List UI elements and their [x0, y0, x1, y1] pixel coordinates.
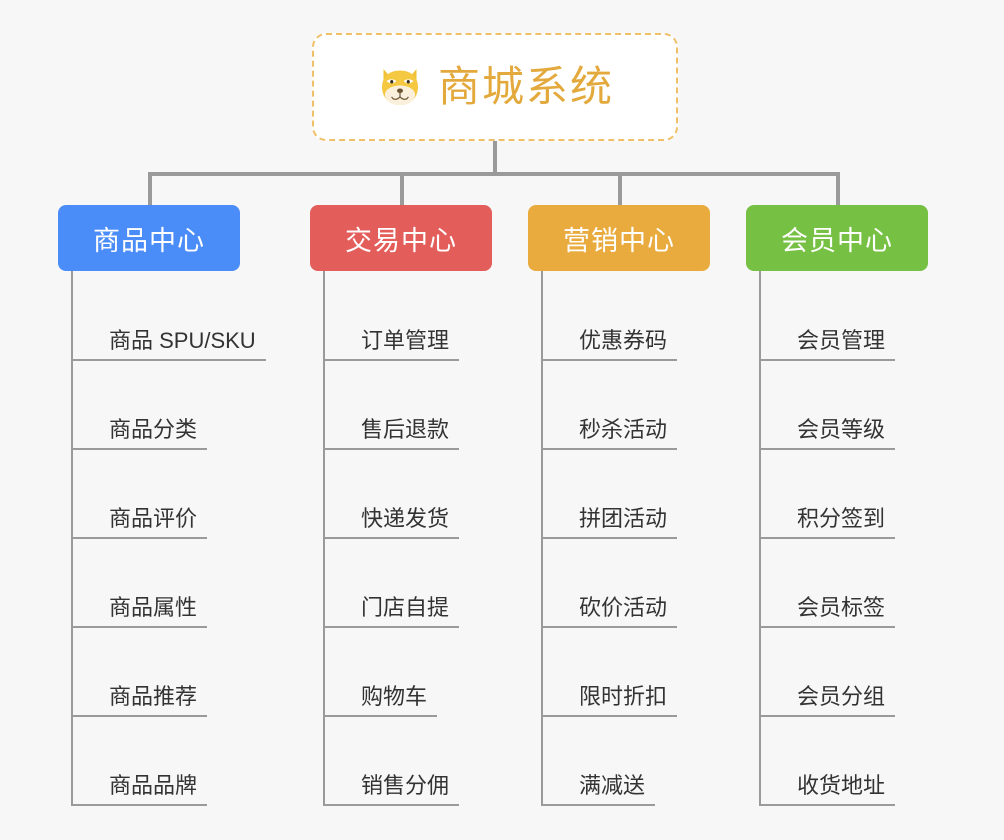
category-box-4[interactable]: 会员中心 [746, 205, 928, 271]
branch-item[interactable]: 商品属性 [71, 539, 266, 628]
branch-item[interactable]: 商品推荐 [71, 628, 266, 717]
branch-item[interactable]: 会员管理 [759, 272, 896, 361]
branch-spine [323, 272, 325, 806]
branch-item[interactable]: 商品分类 [71, 361, 266, 450]
branch-item-label: 砍价活动 [541, 595, 678, 628]
branch-item-label: 优惠券码 [541, 328, 678, 361]
branch-spine [759, 272, 761, 806]
category-label-4: 会员中心 [781, 225, 893, 256]
category-box-2[interactable]: 交易中心 [310, 205, 492, 271]
branch-item-label: 会员管理 [759, 328, 896, 361]
branch-item-label: 秒杀活动 [541, 417, 678, 450]
branch-item-label: 门店自提 [323, 595, 460, 628]
branch-item-label: 收货地址 [759, 773, 896, 806]
branch-item-label: 满减送 [541, 773, 656, 806]
branch-item[interactable]: 会员标签 [759, 539, 896, 628]
branch-item[interactable]: 快递发货 [323, 450, 460, 539]
branch-item-label: 会员分组 [759, 684, 896, 717]
branch-item[interactable]: 会员等级 [759, 361, 896, 450]
branch-item[interactable]: 商品评价 [71, 450, 266, 539]
branch-item-label: 会员标签 [759, 595, 896, 628]
shiba-dog-face-icon [381, 69, 418, 105]
branch-item-label: 快递发货 [323, 506, 460, 539]
branch-item[interactable]: 收货地址 [759, 717, 896, 806]
connector-drop-1 [148, 172, 152, 205]
branch-item[interactable]: 限时折扣 [541, 628, 678, 717]
branch-item-label: 商品属性 [71, 595, 208, 628]
connector-drop-3 [618, 172, 622, 205]
branch-item[interactable]: 满减送 [541, 717, 677, 806]
connector-drop-2 [400, 172, 404, 205]
branch-item-label: 售后退款 [323, 417, 460, 450]
branch-item-label: 积分签到 [759, 506, 896, 539]
branch-column-3: 优惠券码秒杀活动拼团活动砍价活动限时折扣满减送 [541, 272, 678, 806]
root-title: 商城系统 [437, 63, 614, 110]
branch-item-label: 商品 SPU/SKU [71, 328, 266, 361]
branch-item-label: 商品推荐 [71, 684, 208, 717]
branch-item[interactable]: 秒杀活动 [541, 361, 678, 450]
branch-item[interactable]: 积分签到 [759, 450, 896, 539]
connector-horizontal-bus [148, 172, 840, 176]
branch-item-label: 销售分佣 [323, 773, 460, 806]
branch-spine [541, 272, 543, 806]
category-label-2: 交易中心 [345, 225, 457, 256]
branch-item[interactable]: 优惠券码 [541, 272, 678, 361]
branch-item[interactable]: 商品 SPU/SKU [71, 272, 266, 361]
branch-item-label: 商品分类 [71, 417, 208, 450]
branch-item-label: 购物车 [323, 684, 438, 717]
root-node[interactable]: 商城系统 [312, 33, 678, 141]
branch-item-label: 拼团活动 [541, 506, 678, 539]
connector-drop-4 [836, 172, 840, 205]
connector-root-stem [493, 141, 497, 174]
branch-item[interactable]: 商品品牌 [71, 717, 266, 806]
branch-item[interactable]: 门店自提 [323, 539, 460, 628]
branch-item[interactable]: 购物车 [323, 628, 459, 717]
category-label-3: 营销中心 [563, 225, 675, 256]
branch-item-label: 商品品牌 [71, 773, 208, 806]
branch-spine [71, 272, 73, 806]
branch-item[interactable]: 拼团活动 [541, 450, 678, 539]
branch-column-4: 会员管理会员等级积分签到会员标签会员分组收货地址 [759, 272, 896, 806]
branch-item[interactable]: 销售分佣 [323, 717, 460, 806]
branch-item-label: 限时折扣 [541, 684, 678, 717]
category-box-3[interactable]: 营销中心 [528, 205, 710, 271]
branch-column-2: 订单管理售后退款快递发货门店自提购物车销售分佣 [323, 272, 460, 806]
category-box-1[interactable]: 商品中心 [58, 205, 240, 271]
branch-item-label: 订单管理 [323, 328, 460, 361]
category-label-1: 商品中心 [93, 225, 205, 256]
branch-item[interactable]: 砍价活动 [541, 539, 678, 628]
branch-column-1: 商品 SPU/SKU 商品分类商品评价商品属性商品推荐商品品牌 [71, 272, 266, 806]
branch-item-label: 商品评价 [71, 506, 208, 539]
branch-item[interactable]: 售后退款 [323, 361, 460, 450]
branch-item-label: 会员等级 [759, 417, 896, 450]
branch-item[interactable]: 订单管理 [323, 272, 460, 361]
branch-item[interactable]: 会员分组 [759, 628, 896, 717]
